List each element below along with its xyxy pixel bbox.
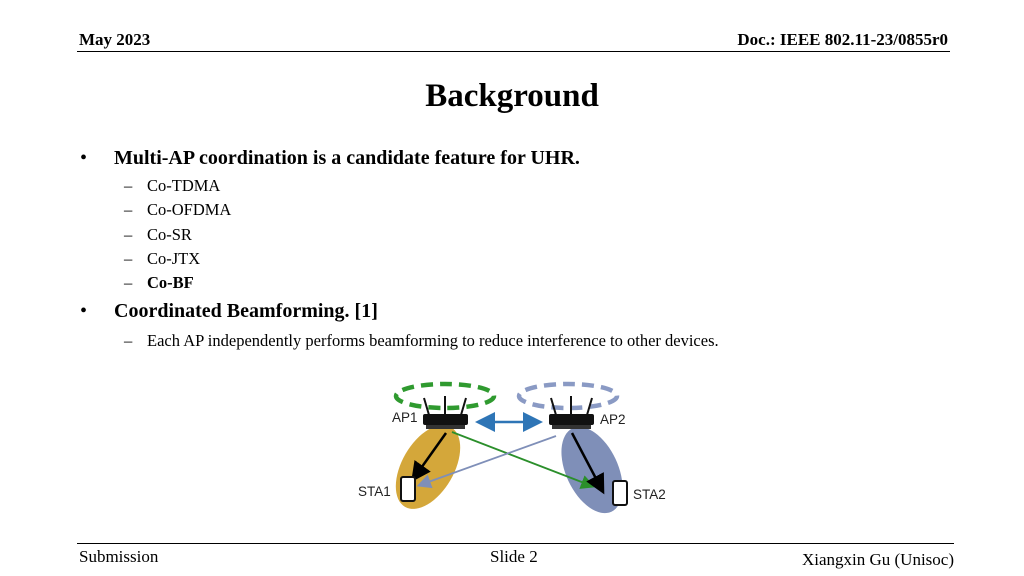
sub-mark: – bbox=[124, 176, 133, 195]
header-rule bbox=[77, 51, 950, 52]
ap2-to-sta1-arrow bbox=[416, 435, 557, 489]
sub-bullet-co-sr: –Co-SR bbox=[124, 225, 192, 245]
sub-mark: – bbox=[124, 225, 133, 244]
sub-mark: – bbox=[124, 249, 133, 268]
header-doc-id: Doc.: IEEE 802.11-23/0855r0 bbox=[737, 30, 948, 49]
ap2-to-sta2-arrow bbox=[570, 432, 605, 495]
sta1-phone-icon bbox=[400, 476, 416, 502]
bullet-mark: • bbox=[80, 147, 88, 169]
sub-bullet-text: Co-OFDMA bbox=[147, 200, 232, 219]
sub-mark: – bbox=[124, 273, 133, 292]
sub-mark: – bbox=[124, 200, 133, 219]
footer-rule bbox=[77, 543, 954, 544]
sub-mark: – bbox=[124, 331, 133, 350]
ap2-router-icon bbox=[549, 396, 594, 429]
sub-bullet-co-ofdma: –Co-OFDMA bbox=[124, 200, 231, 220]
sub-bullet-text: Co-JTX bbox=[147, 249, 201, 268]
footer-author: Xiangxin Gu (Unisoc) bbox=[801, 550, 954, 569]
ap1-to-sta2-arrow bbox=[451, 431, 596, 489]
sub-bullet-co-jtx: –Co-JTX bbox=[124, 249, 200, 269]
bullet-mark: • bbox=[80, 300, 88, 322]
sta1-label: STA1 bbox=[358, 484, 391, 499]
ap1-to-sta1-arrow bbox=[411, 432, 448, 483]
ap1-router-icon bbox=[423, 396, 468, 429]
footer-slide-number: Slide 2 bbox=[490, 547, 538, 566]
sub-bullet-text: Co-SR bbox=[147, 225, 192, 244]
bullet-1: • Multi-AP coordination is a candidate fe… bbox=[80, 147, 580, 170]
footer-submission: Submission bbox=[79, 547, 159, 566]
sub-bullet-cobf-desc: –Each AP independently performs beamform… bbox=[124, 331, 719, 351]
sub-bullet-co-tdma: –Co-TDMA bbox=[124, 176, 220, 196]
sta2-label: STA2 bbox=[633, 487, 666, 502]
sub-bullet-text: Each AP independently performs beamformi… bbox=[147, 331, 719, 350]
sub-bullet-text: Co-TDMA bbox=[147, 176, 221, 195]
ap1-dashed-ellipse bbox=[393, 381, 497, 411]
header-date: May 2023 bbox=[79, 30, 151, 49]
sta2-phone-icon bbox=[612, 480, 628, 506]
ap1-label: AP1 bbox=[392, 410, 418, 425]
ap1-beam-ellipse bbox=[395, 425, 461, 509]
ap2-dashed-ellipse bbox=[516, 381, 620, 411]
sub-bullet-co-bf: –Co-BF bbox=[124, 273, 194, 293]
bullet-2: • Coordinated Beamforming. [1] bbox=[80, 300, 378, 323]
bullet-2-text: Coordinated Beamforming. [1] bbox=[114, 300, 378, 322]
sub-bullet-text: Co-BF bbox=[147, 273, 194, 292]
slide-title: Background bbox=[425, 78, 599, 114]
ap2-label: AP2 bbox=[600, 412, 626, 427]
bullet-1-text: Multi-AP coordination is a candidate fea… bbox=[114, 147, 580, 169]
